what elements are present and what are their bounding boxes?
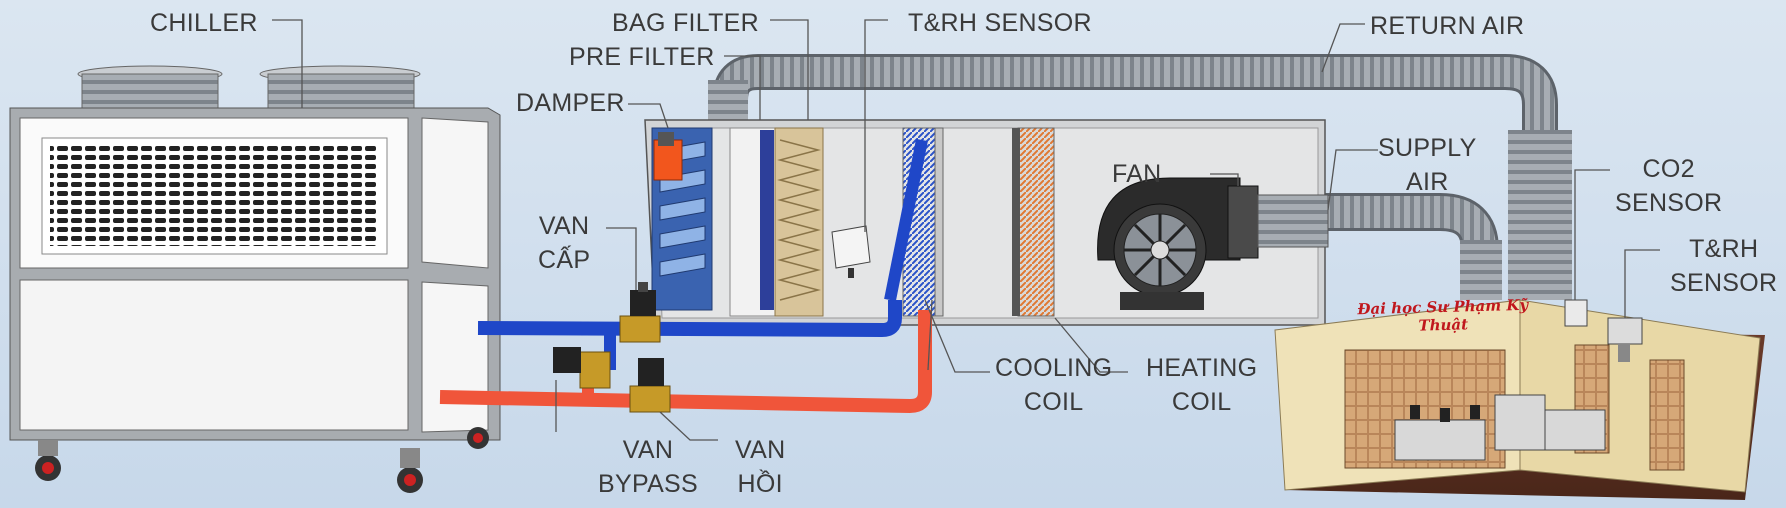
chiller-unit xyxy=(10,66,500,493)
label-supply-air: SUPPLYAIR xyxy=(1378,131,1477,199)
valve-bypass xyxy=(553,347,610,388)
label-van-cap: VANCẤP xyxy=(538,209,590,277)
label-trh-sensor-ahu: T&RH SENSOR xyxy=(908,6,1092,40)
label-return-air: RETURN AIR xyxy=(1370,9,1524,43)
supply-air-duct xyxy=(1325,212,1502,300)
label-bag-filter: BAG FILTER xyxy=(612,6,759,40)
label-cooling-coil: COOLINGCOIL xyxy=(995,351,1112,419)
label-fan: FAN xyxy=(1112,157,1162,191)
air-handling-unit xyxy=(645,120,1328,325)
label-pre-filter: PRE FILTER xyxy=(569,40,715,74)
valve-return xyxy=(630,358,670,412)
label-co2-sensor: CO2SENSOR xyxy=(1615,152,1722,220)
room-sign: Đại học Sư Phạm Kỹ Thuật xyxy=(1338,295,1549,336)
label-damper: DAMPER xyxy=(516,86,625,120)
label-chiller: CHILLER xyxy=(150,6,258,40)
label-van-hoi: VANHỒI xyxy=(735,433,785,501)
label-van-bypass: VANBYPASS xyxy=(598,433,698,501)
valve-supply xyxy=(620,282,660,342)
label-trh-sensor-room: T&RHSENSOR xyxy=(1670,232,1777,300)
label-heating-coil: HEATINGCOIL xyxy=(1146,351,1257,419)
